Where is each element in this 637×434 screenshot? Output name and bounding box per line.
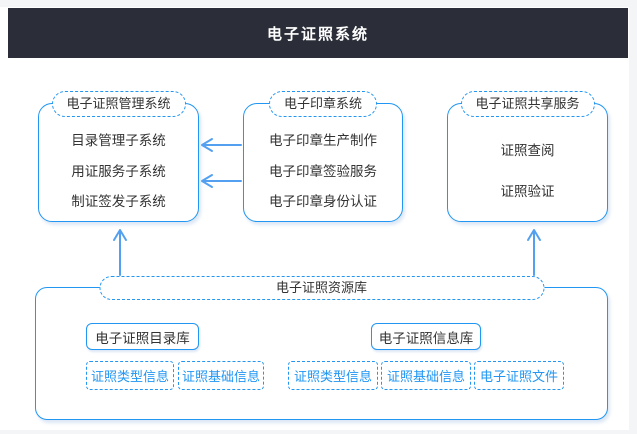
list-item: 电子印章签验服务 bbox=[269, 163, 377, 179]
catalog-tag: 证照基础信息 bbox=[178, 361, 264, 390]
catalog-db-box: 电子证照目录库 bbox=[86, 323, 199, 350]
list-item: 证照查阅 bbox=[500, 143, 555, 158]
management-system-title: 电子证照管理系统 bbox=[51, 91, 186, 117]
list-item: 电子印章生产制作 bbox=[269, 132, 377, 148]
info-tag: 证照类型信息 bbox=[288, 361, 378, 390]
management-system-box: 电子证照管理系统 目录管理子系统 用证服务子系统 制证签发子系统 bbox=[38, 91, 199, 222]
header-bar: 电子证照系统 bbox=[8, 8, 628, 58]
sharing-service-title: 电子证照共享服务 bbox=[460, 91, 595, 117]
list-item: 电子印章身份认证 bbox=[269, 194, 377, 210]
info-db-box: 电子证照信息库 bbox=[371, 323, 481, 350]
list-item: 制证签发子系统 bbox=[71, 194, 166, 210]
page-title: 电子证照系统 bbox=[266, 25, 369, 43]
repository-box: 电子证照资源库 电子证照目录库 电子证照信息库 证照类型信息 证照基础信息 证照… bbox=[35, 276, 608, 420]
list-item: 目录管理子系统 bbox=[71, 132, 166, 148]
seal-system-title: 电子印章系统 bbox=[268, 91, 378, 117]
sharing-service-box: 电子证照共享服务 证照查阅 证照验证 bbox=[447, 91, 608, 222]
info-tag: 证照基础信息 bbox=[381, 361, 471, 390]
info-tag: 电子证照文件 bbox=[474, 361, 564, 390]
list-item: 用证服务子系统 bbox=[71, 163, 166, 179]
seal-system-box: 电子印章系统 电子印章生产制作 电子印章签验服务 电子印章身份认证 bbox=[243, 91, 403, 222]
catalog-tag: 证照类型信息 bbox=[86, 361, 174, 390]
repository-title: 电子证照资源库 bbox=[99, 276, 544, 300]
list-item: 证照验证 bbox=[500, 184, 555, 199]
